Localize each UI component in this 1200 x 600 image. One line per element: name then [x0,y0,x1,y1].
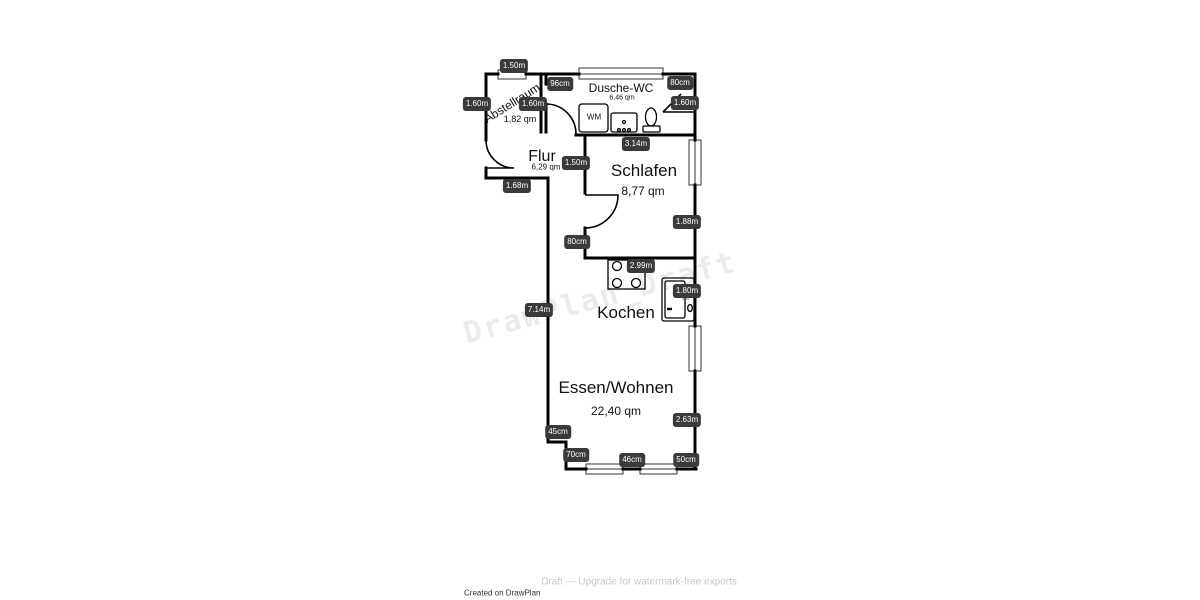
room-label-essen-wohnen: Essen/Wohnen [558,378,674,397]
dimension-label[interactable]: 1.60m [518,97,548,111]
toilet-tank [642,125,661,133]
dimension-label[interactable]: 50cm [673,453,699,467]
room-label-schlafen: Schlafen [610,161,678,180]
room-area-schlafen: 8,77 qm [621,184,665,198]
fixture-label-wm: WM [586,112,602,122]
room-label-dusche: Dusche-WC [588,81,654,95]
washing-machine [578,103,609,133]
dimension-label[interactable]: 2.63m [672,413,702,427]
door-abstellraum [485,139,515,169]
room-area-abstellraum: 1,82 qm [503,114,537,124]
created-on-credit: Created on DrawPlan [464,588,541,598]
dimension-label[interactable]: 1.68m [502,179,532,193]
dimension-label[interactable]: 1.80m [672,284,702,298]
room-label-flur: Flur [528,148,556,165]
upgrade-notice: Draft — Upgrade for watermark-free expor… [541,576,737,588]
room-area-essen-wohnen: 22,40 qm [590,404,642,418]
room-area-dusche: 6,46 qm [609,94,635,102]
dimension-label[interactable]: 1.60m [670,96,700,110]
dimension-label[interactable]: 7.14m [524,303,554,317]
dimension-label[interactable]: 2.99m [626,259,656,273]
dimension-label[interactable]: 1.50m [499,59,529,73]
dimension-label[interactable]: 45cm [545,425,571,439]
dimension-label[interactable]: 1.88m [672,215,702,229]
dimension-label[interactable]: 3.14m [621,137,651,151]
dimension-label[interactable]: 80cm [564,235,590,249]
dimension-label[interactable]: 1.50m [561,156,591,170]
toilet-bowl [644,107,658,127]
room-area-flur: 6,29 qm [531,162,561,172]
dimension-label[interactable]: 96cm [547,77,573,91]
dimension-label[interactable]: 70cm [563,448,589,462]
dimension-label[interactable]: 46cm [619,453,645,467]
dimension-label[interactable]: 80cm [667,76,693,90]
door-dusche [545,103,577,135]
room-label-kochen: Kochen [597,303,655,322]
door-schlafen [584,194,619,229]
dimension-label[interactable]: 1.60m [462,97,492,111]
